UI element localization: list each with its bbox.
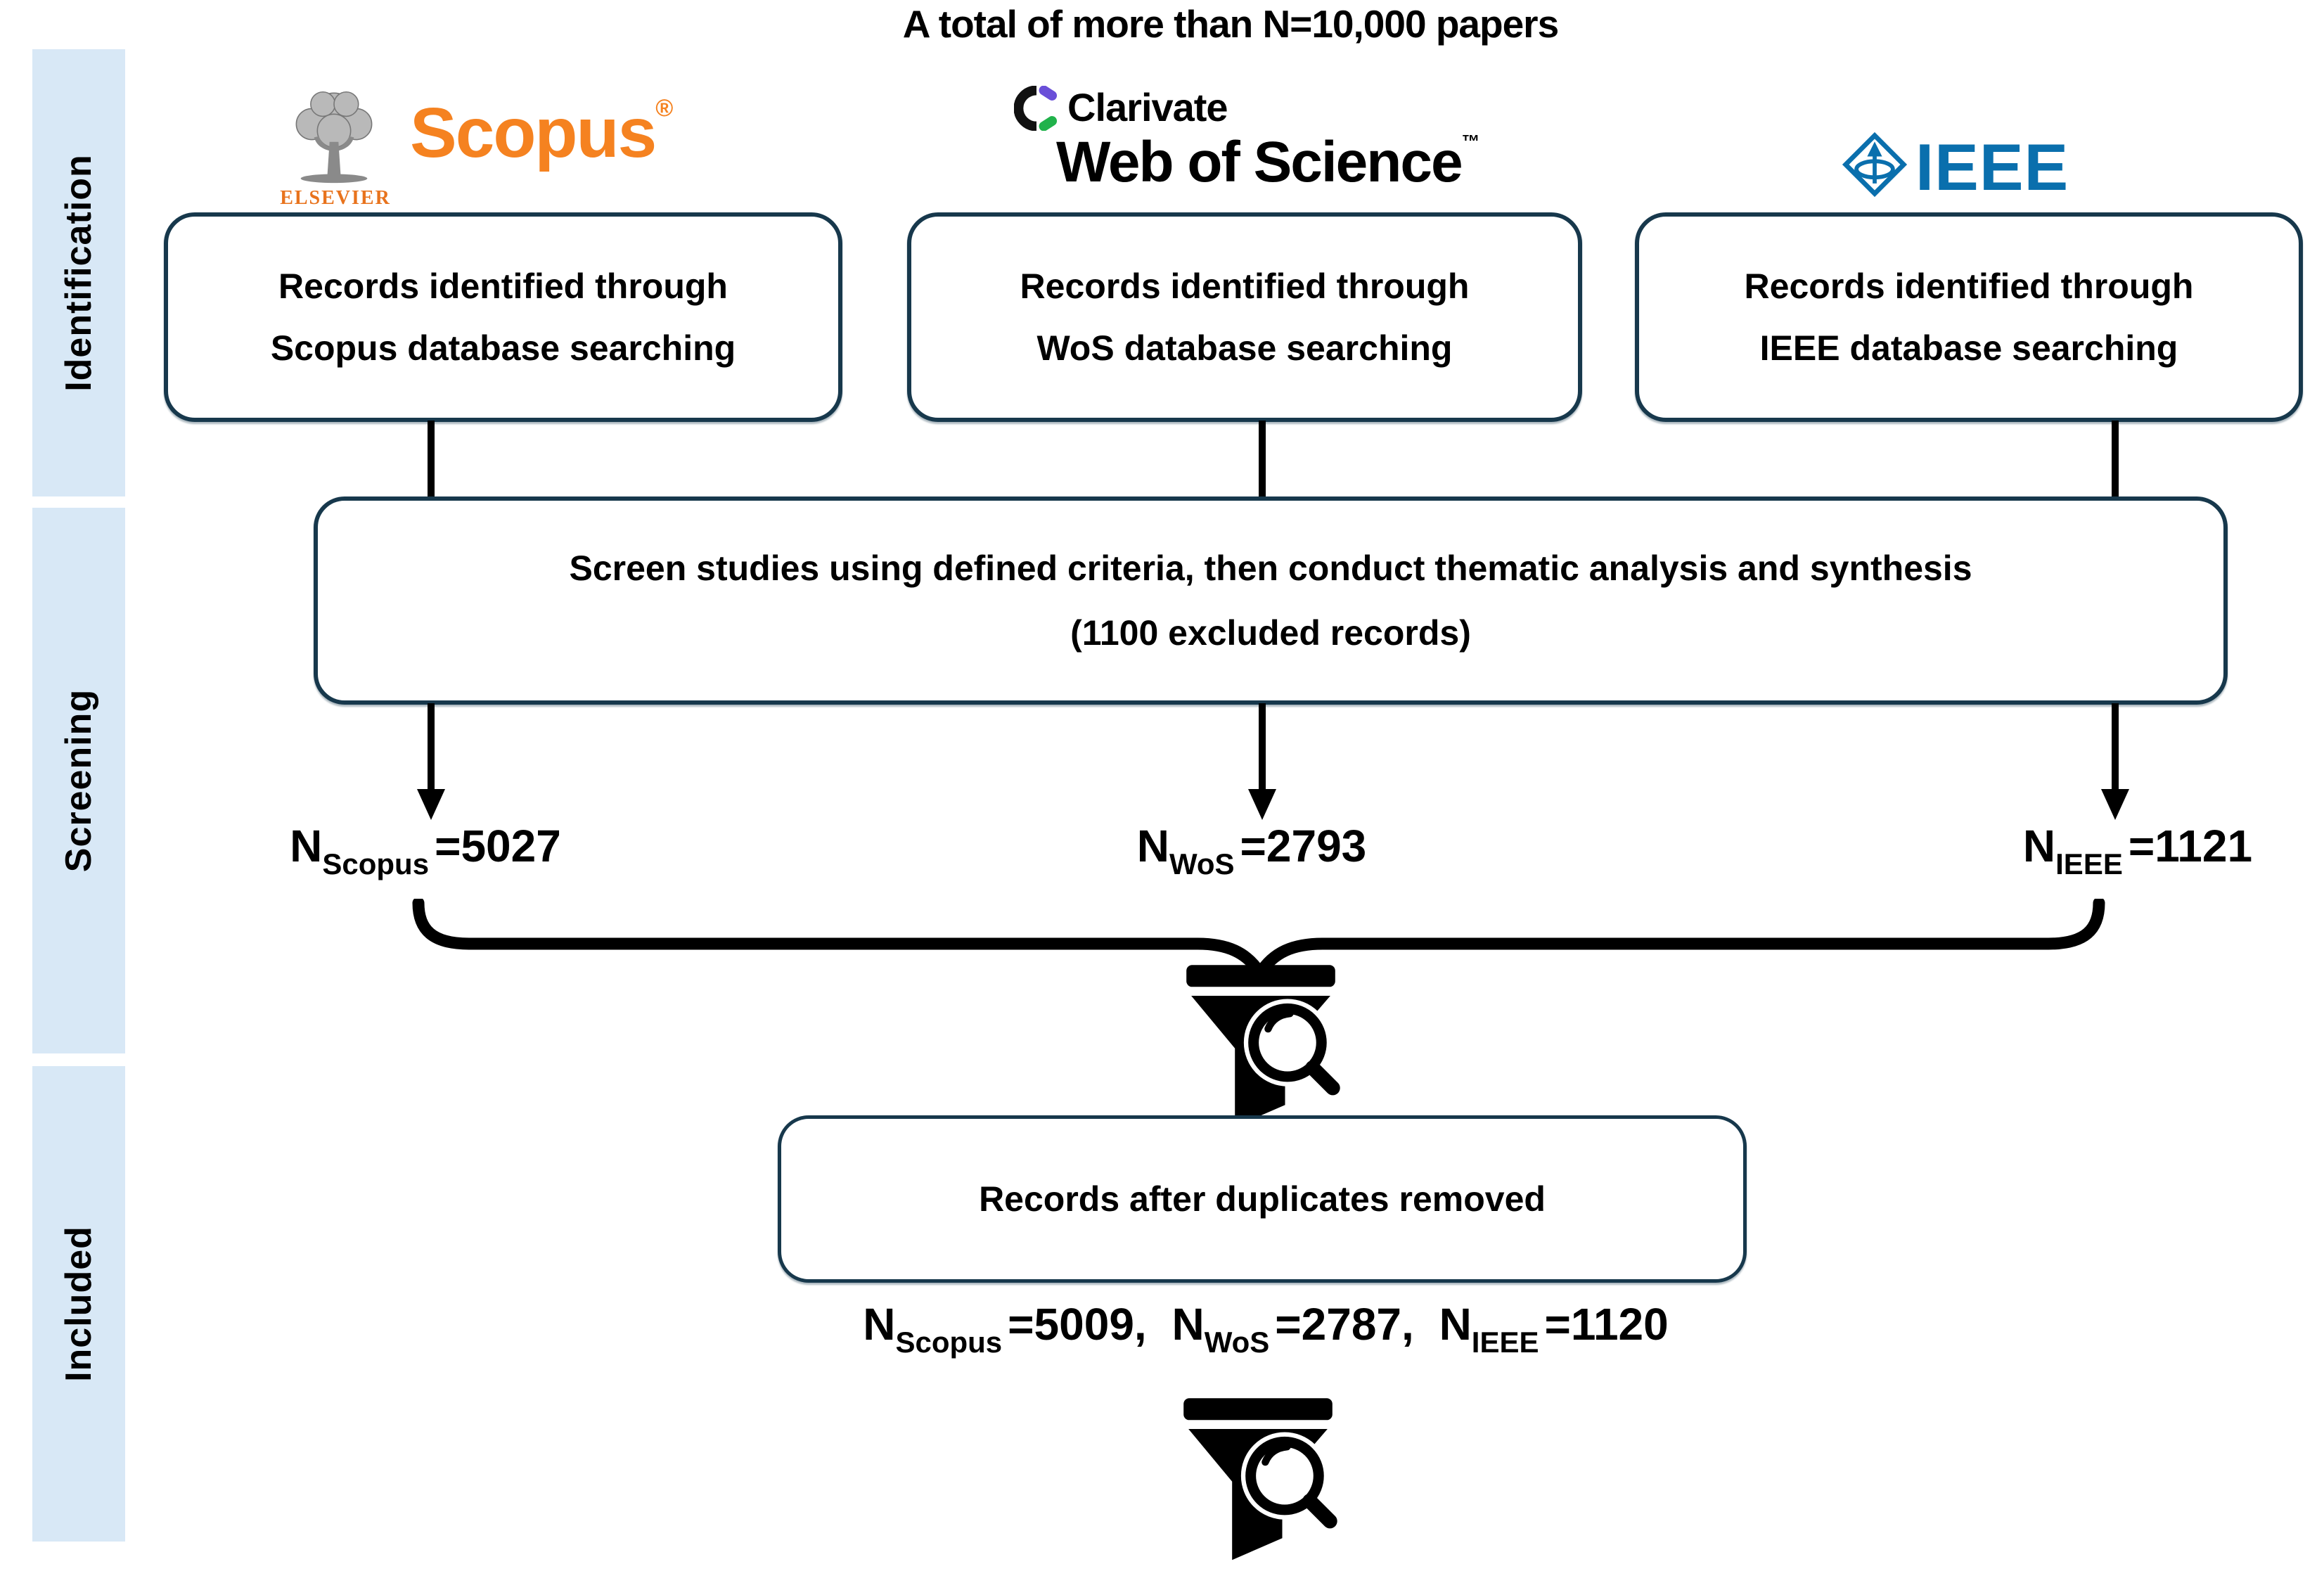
records-box-scopus-line2: Scopus database searching [270,328,736,368]
down-arrow-head-icon [417,789,445,820]
stage-label-screening: Screening [58,688,100,873]
count-subscript: WoS [1204,1326,1270,1359]
dedup-count-wos: NWoS=2787, [1171,1299,1414,1359]
count-value: =5027 [435,821,561,871]
dedup-count-scopus: NScopus=5009, [863,1299,1147,1359]
count-symbol: N [1439,1299,1472,1350]
records-box-wos-line2: WoS database searching [1036,328,1453,368]
elsevier-wordmark: ELSEVIER [280,187,391,209]
funnel-search-icon [1183,1398,1339,1560]
count-value: =2787, [1275,1299,1414,1350]
down-arrow-icon [1259,703,1266,790]
records-box-ieee-line1: Records identified through [1744,267,2194,306]
records-box-ieee-line2: IEEE database searching [1759,328,2178,368]
web-of-science-logo: Clarivate Web of Science™ [1013,83,1519,210]
count-value: =5009, [1008,1299,1147,1350]
stage-band-included: Included [32,1066,125,1542]
registered-mark: ® [655,95,673,122]
ieee-logo: IEEE [1841,130,2094,204]
count-value: =2793 [1240,821,1367,871]
stage-label-included: Included [58,1226,100,1382]
count-symbol: N [1171,1299,1205,1350]
count-symbol: N [290,821,323,871]
diagram-title: A total of more than N=10,000 papers [902,2,1559,46]
down-arrow-icon [428,703,435,790]
records-box-scopus: Records identified through Scopus databa… [164,212,842,422]
stage-label-identification: Identification [58,154,99,392]
count-symbol: N [2022,821,2056,871]
down-arrow-icon [2112,703,2119,790]
count-value: =1121 [2128,821,2253,871]
ieee-wordmark: IEEE [1915,130,2069,204]
records-box-wos-line1: Records identified through [1020,267,1470,306]
scopus-wordmark: Scopus® [410,93,673,174]
count-subscript: Scopus [322,847,430,880]
trademark-mark: ™ [1461,131,1480,152]
connector-line-wos [1259,421,1266,499]
stage-band-screening: Screening [32,508,125,1053]
screened-count-scopus: NScopus=5027 [229,820,622,881]
clarivate-logo-icon [1014,86,1058,131]
dedup-box-label: Records after duplicates removed [979,1179,1546,1219]
down-arrow-head-icon [1248,789,1276,820]
wos-name: Web of Science [1056,130,1463,194]
records-box-ieee: Records identified through IEEE database… [1635,212,2303,422]
count-value: =1120 [1544,1299,1669,1350]
count-symbol: N [1136,821,1169,871]
screened-count-ieee: NIEEE=1121 [1941,820,2324,881]
connector-line-ieee [2112,421,2119,499]
records-box-scopus-line1: Records identified through [278,267,728,306]
scopus-logo: ELSEVIER Scopus® [278,87,673,217]
dedup-counts: NScopus=5009, NWoS=2787, NIEEE=1120 [717,1298,1814,1359]
screening-box-line1: Screen studies using defined criteria, t… [569,549,1972,588]
count-symbol: N [863,1299,896,1350]
count-subscript: WoS [1169,847,1235,880]
down-arrow-head-icon [2101,789,2129,820]
screening-box: Screen studies using defined criteria, t… [314,496,2228,705]
funnel-search-icon [1186,965,1342,1127]
wos-wordmark: Web of Science™ [1056,129,1480,196]
stage-band-identification: Identification [32,49,125,496]
connector-line-scopus [428,421,435,499]
clarivate-wordmark: Clarivate [1067,85,1228,129]
records-box-wos: Records identified through WoS database … [907,212,1582,422]
scopus-name: Scopus [410,94,657,172]
screening-box-line2: (1100 excluded records) [1070,613,1471,653]
dedup-box: Records after duplicates removed [778,1115,1747,1283]
ieee-diamond-logo-icon [1842,132,1908,198]
count-subscript: IEEE [2055,847,2123,880]
count-subscript: Scopus [895,1326,1003,1359]
elsevier-tree-logo-icon [295,91,373,184]
count-subscript: IEEE [1471,1326,1539,1359]
screened-count-wos: NWoS=2793 [1055,820,1449,881]
dedup-count-ieee: NIEEE=1120 [1439,1299,1669,1359]
